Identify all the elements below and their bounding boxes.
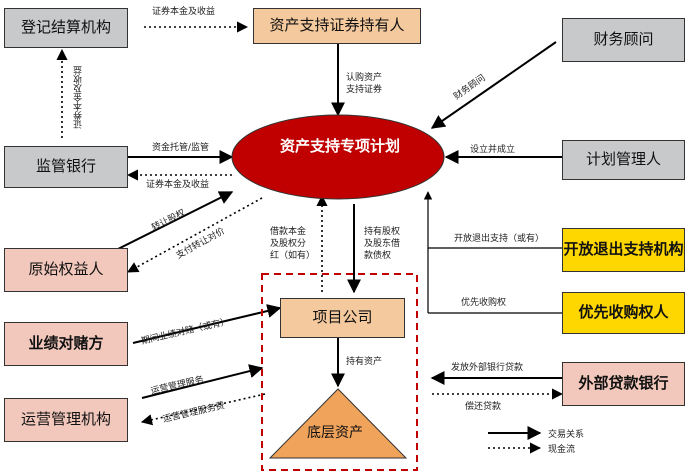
manager-box: 计划管理人 <box>562 140 685 180</box>
arrow-advisor-plan <box>430 41 557 129</box>
label-issue-loan: 发放外部银行贷款 <box>451 363 524 373</box>
plan-ellipse <box>231 114 445 200</box>
underlying-asset-title: 底层资产 <box>307 425 363 441</box>
advisor-box: 财务顾问 <box>562 18 685 62</box>
gambler-box: 业绩对赌方 <box>4 322 128 366</box>
label-cust-to-reg: 证券本金及收益 <box>74 66 84 129</box>
label-repay-loan: 偿还贷款 <box>465 402 502 412</box>
label-cust-back: 证券本金及收益 <box>146 180 210 190</box>
arrow-pay-transfer <box>127 197 263 273</box>
registrar-box: 登记结算机构 <box>4 8 128 48</box>
label-loan-principal-text: 借款本金 及股权分 红（如有） <box>270 227 316 262</box>
legend-solid-label: 交易关系 <box>548 430 585 440</box>
custodian-box: 监管银行 <box>4 146 128 188</box>
operator-box: 运营管理机构 <box>4 398 128 442</box>
lender-label: 外部贷款银行 <box>578 374 669 393</box>
plan-title: 资产支持专项计划 <box>279 137 400 155</box>
open-exit-box: 开放退出支持机构 <box>562 228 685 272</box>
project-scope-frame <box>261 273 418 471</box>
priority-box: 优先收购权人 <box>562 292 685 334</box>
label-hold-assets: 持有资产 <box>346 357 383 367</box>
originator-box: 原始权益人 <box>4 248 128 292</box>
priority-label: 优先收购权人 <box>578 303 669 322</box>
arrow-ops-service <box>141 364 264 399</box>
label-custody: 资金托管/监管 <box>152 143 210 153</box>
project-box: 项目公司 <box>280 298 405 338</box>
arrow-ops-fee <box>140 393 266 426</box>
label-loan-principal: 借款本金 及股权分 红（如有） <box>270 226 315 262</box>
label-priority-right: 优先收购权 <box>461 298 507 308</box>
label-holder-to-plan: 认购资产 支持证券 <box>346 72 382 96</box>
legend-dotted-label: 现金流 <box>548 445 576 455</box>
manager-label: 计划管理人 <box>585 150 661 169</box>
label-reg-to-holder: 证券本金及收益 <box>152 7 216 17</box>
advisor-label: 财务顾问 <box>593 30 654 49</box>
label-hold-equity: 持有股权 及股东借 款债权 <box>364 226 400 262</box>
project-label: 项目公司 <box>312 308 373 327</box>
originator-label: 原始权益人 <box>28 260 104 279</box>
underlying-asset-triangle <box>268 388 408 459</box>
lender-box: 外部贷款银行 <box>562 362 685 406</box>
label-hold-equity-text: 持有股权 及股东借 款债权 <box>364 227 401 262</box>
arrow-gamble <box>132 304 282 344</box>
open-exit-label: 开放退出支持机构 <box>563 240 684 259</box>
holder-label: 资产支持证券持有人 <box>269 16 405 35</box>
holder-box: 资产支持证券持有人 <box>253 8 421 44</box>
operator-label: 运营管理机构 <box>20 410 111 429</box>
label-setup: 设立并成立 <box>470 145 516 155</box>
registrar-label: 登记结算机构 <box>20 18 111 37</box>
arrow-transfer-equity <box>111 191 234 253</box>
gambler-label: 业绩对赌方 <box>28 334 104 353</box>
label-holder-to-plan-text: 认购资产 支持证券 <box>346 73 383 96</box>
custodian-label: 监管银行 <box>35 157 96 176</box>
label-open-exit-support: 开放退出支持（或有） <box>454 234 545 244</box>
